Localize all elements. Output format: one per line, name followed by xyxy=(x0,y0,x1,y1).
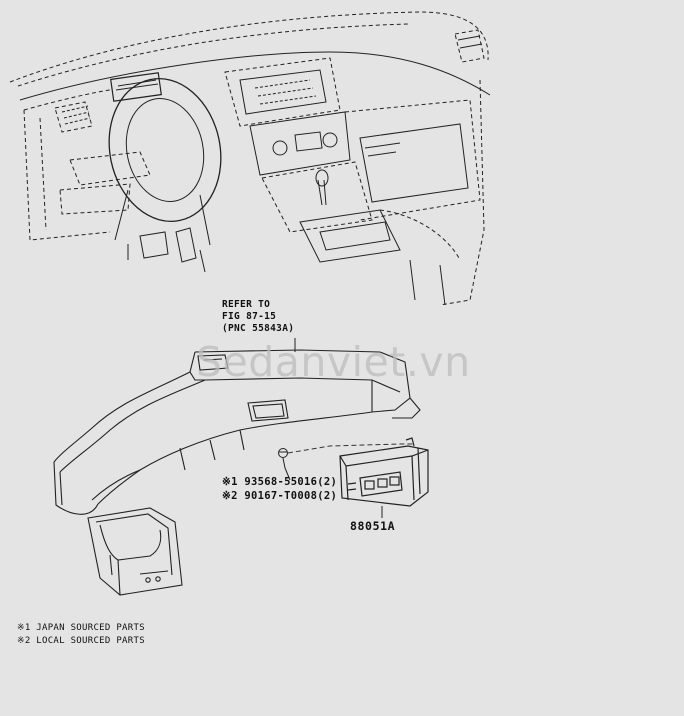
screw-fastener xyxy=(278,448,288,469)
screw-leader-line xyxy=(284,467,291,481)
part-1-number: 93568-55016 xyxy=(244,476,318,488)
part-1-qty: (2) xyxy=(317,476,338,488)
note-1: ※1 JAPAN SOURCED PARTS xyxy=(17,622,145,634)
refer-line-2: FIG 87-15 xyxy=(222,311,277,322)
watermark: Sedanviet.vn xyxy=(196,338,471,386)
part-number-1: ※1 93568-55016(2) xyxy=(222,476,337,488)
main-part-number: 88051A xyxy=(350,519,396,533)
part-2-number: 90167-T0008 xyxy=(244,490,318,502)
switch-unit-88051a xyxy=(339,437,429,507)
note-1-text: JAPAN SOURCED PARTS xyxy=(36,623,145,633)
note-2: ※2 LOCAL SOURCED PARTS xyxy=(17,635,145,647)
note-2-text: LOCAL SOURCED PARTS xyxy=(36,636,145,646)
part-1-mark: ※1 xyxy=(222,476,238,488)
note-1-mark: ※1 xyxy=(17,623,31,633)
note-2-mark: ※2 xyxy=(17,636,31,646)
part-2-mark: ※2 xyxy=(222,490,238,502)
refer-line-1: REFER TO xyxy=(222,299,271,310)
dashboard-overview xyxy=(9,11,491,306)
refer-line-3: (PNC 55843A) xyxy=(222,323,295,334)
part-number-2: ※2 90167-T0008(2) xyxy=(222,490,337,502)
refer-to-label: REFER TO FIG 87-15 (PNC 55843A) xyxy=(222,299,294,335)
part-2-qty: (2) xyxy=(317,490,338,502)
air-duct-assembly xyxy=(53,349,421,596)
